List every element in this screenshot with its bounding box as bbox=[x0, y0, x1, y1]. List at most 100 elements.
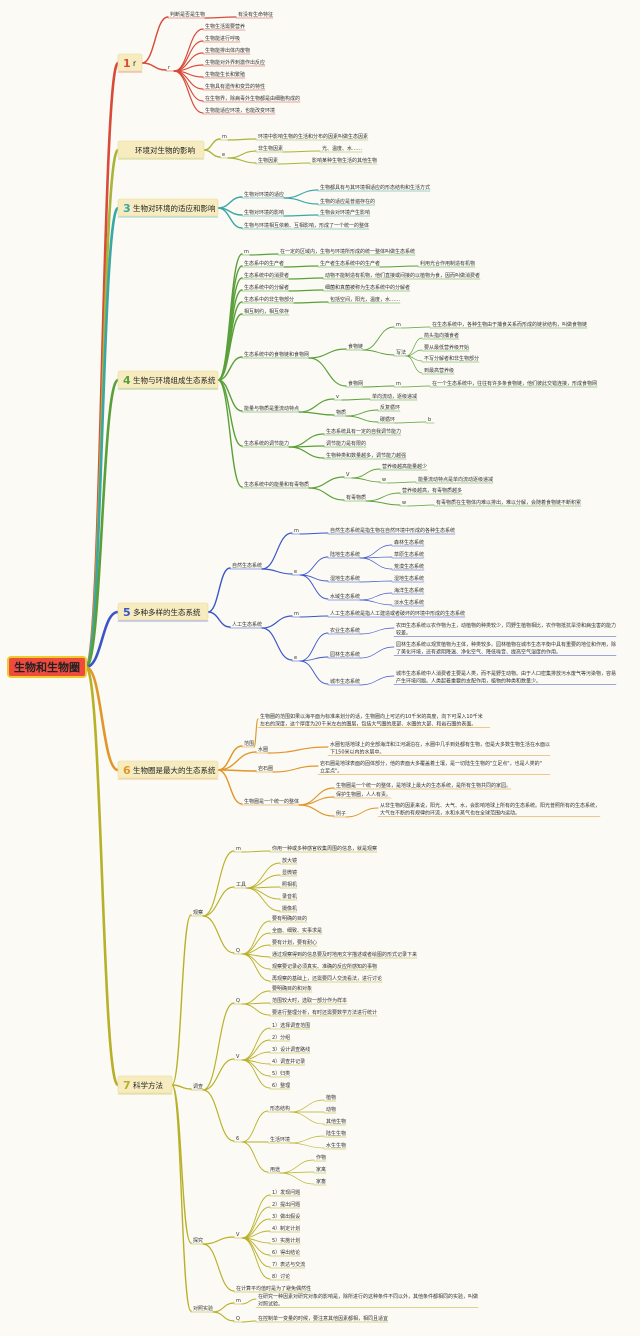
node-b4-d[interactable]: 生态系统中的分解者 bbox=[244, 284, 289, 291]
node-b5-a-f1[interactable]: 农田生态系统以农作物为主，动植物的种类较少，同野生植物相比，农作物抵抗旱涝和病虫… bbox=[396, 622, 616, 637]
node-b1-c4[interactable]: 生物能对外界刺激作出反应 bbox=[205, 59, 265, 66]
node-b7-s-u3[interactable]: 家畜 bbox=[316, 1178, 326, 1185]
node-b4-fw-m1[interactable]: 在一个生态系统中，往往有许多条食物链，他们彼此交错连接，形成食物网 bbox=[432, 380, 597, 387]
node-b5-n-m1[interactable]: 自然生态系统是指生物在自然环境中形成的各种生态系统 bbox=[330, 527, 455, 534]
node-b7-o-q3[interactable]: 要有计划，要有耐心 bbox=[272, 939, 317, 946]
node-b7-s-v2[interactable]: 2）分组 bbox=[272, 1034, 290, 1041]
node-b7-o-t2[interactable]: 显微镜 bbox=[282, 869, 297, 876]
node-b1-c6[interactable]: 生物具有遗传和变异的特性 bbox=[205, 83, 265, 90]
node-b7-o-t5[interactable]: 摄像机 bbox=[282, 905, 297, 912]
root-node[interactable]: 生物和生物圈 bbox=[7, 656, 87, 678]
node-b4-e-b[interactable]: b bbox=[428, 417, 431, 423]
node-b7-o-q6[interactable]: 再观察的基础上，还需要同人交流看法，进行讨论 bbox=[272, 975, 382, 982]
node-b5-a-f[interactable]: 农业生态系统 bbox=[330, 627, 360, 634]
node-b4-d1[interactable]: 细菌和真菌被称为生态系统中的分解者 bbox=[325, 284, 410, 291]
node-b7-e-v7[interactable]: 7）表达与交流 bbox=[272, 1261, 305, 1268]
node-b4-c[interactable]: 生态系统中的消费者 bbox=[244, 272, 289, 279]
node-b4-tv-w[interactable]: w bbox=[382, 477, 386, 483]
node-b3-a[interactable]: 生物对环境的适应 bbox=[244, 191, 284, 198]
node-b4-fw[interactable]: 食物网 bbox=[348, 380, 363, 387]
node-b4-fc[interactable]: 食物链 bbox=[348, 343, 363, 350]
node-b5-n-m[interactable]: m bbox=[294, 528, 299, 534]
node-b6-w1[interactable]: 水圈包括地球上的全部海洋和江河湖泊在，水圈中几乎到处都有生物，但是大多数生物生活… bbox=[330, 741, 550, 756]
node-b7-o-t4[interactable]: 录音机 bbox=[282, 893, 297, 900]
node-b7-s-6[interactable]: 6 bbox=[236, 1136, 239, 1142]
node-b7-s-h[interactable]: 生活环境 bbox=[270, 1136, 290, 1143]
node-b7-c[interactable]: 对照实验 bbox=[193, 1305, 213, 1312]
node-b4-fc-w[interactable]: 写法 bbox=[396, 349, 406, 356]
node-b4-tv1[interactable]: 营养级越高能量越少 bbox=[382, 463, 427, 470]
node-b7-e-v6[interactable]: 6）得出结论 bbox=[272, 1249, 300, 1256]
node-b5-n-w[interactable]: 湿地生态系统 bbox=[330, 575, 360, 582]
node-b2-m[interactable]: m bbox=[222, 134, 227, 140]
node-b7-o-q2[interactable]: 全面、细致、实事求是 bbox=[272, 927, 322, 934]
node-b4-tv[interactable]: V bbox=[346, 472, 350, 478]
node-b7-s-x3[interactable]: 其他生物 bbox=[326, 1118, 346, 1125]
node-b7-o[interactable]: 观察 bbox=[193, 909, 203, 916]
node-b7-s-q2[interactable]: 范围较大时，选取一部分作为样本 bbox=[272, 997, 347, 1004]
node-b4-fc-m[interactable]: m bbox=[396, 322, 401, 328]
node-b5-n-e[interactable]: e bbox=[294, 569, 297, 575]
node-b3-c[interactable]: 生物与环境相互依赖、互相影响，形成了一个统一的整体 bbox=[244, 222, 369, 229]
node-b2-e1[interactable]: 非生物因素 bbox=[258, 145, 283, 152]
node-b1-c2[interactable]: 生物能进行呼吸 bbox=[205, 35, 240, 42]
node-b5-n-w1[interactable]: 湿地生态系统 bbox=[394, 575, 424, 582]
node-b7-o-q5[interactable]: 观察要记录必须真实、准确的反应所感知的事物 bbox=[272, 963, 377, 970]
node-b1-a[interactable]: 判断是否是生物 bbox=[170, 11, 205, 18]
node-b7-e-v5[interactable]: 5）实施计划 bbox=[272, 1237, 300, 1244]
node-b4-e-v[interactable]: v bbox=[336, 394, 339, 400]
node-b7-s-x2[interactable]: 动物 bbox=[326, 1106, 336, 1113]
node-b4-tp[interactable]: 有毒物质 bbox=[346, 494, 366, 501]
node-b4-f[interactable]: 生态系统中的食物链和食物网 bbox=[244, 351, 309, 358]
node-b7-s-x[interactable]: 形态结构 bbox=[270, 1105, 290, 1112]
node-b2-e[interactable]: e bbox=[222, 152, 225, 158]
node-b4-tp1[interactable]: 营养级越高，有毒物质越多 bbox=[402, 487, 462, 494]
node-b4-e-m[interactable]: 物质 bbox=[336, 409, 346, 416]
node-b4-fc-w2[interactable]: 要从最低营养级开始 bbox=[424, 344, 469, 351]
node-b4-tp2[interactable]: 有毒物质在生物体内难以排出，难以分解，会随着食物链不断积累 bbox=[436, 499, 581, 506]
node-b4-m[interactable]: m bbox=[244, 249, 249, 255]
node-b7-s-v[interactable]: V bbox=[236, 1054, 240, 1060]
node-b4-x[interactable]: 相互制约，相互依存 bbox=[244, 308, 289, 315]
node-b4-fc-w3[interactable]: 不写分解者和非生物部分 bbox=[424, 355, 479, 362]
node-b5-n-l1[interactable]: 森林生态系统 bbox=[394, 539, 424, 546]
node-b7-s-v5[interactable]: 5）归类 bbox=[272, 1070, 290, 1077]
node-b4-p2[interactable]: 利用光合作用制造有机物 bbox=[420, 260, 475, 267]
node-b7-c-m[interactable]: m bbox=[236, 1298, 241, 1304]
node-b6-r[interactable]: 岩石圈 bbox=[258, 765, 273, 772]
node-b7-s-u2[interactable]: 家禽 bbox=[316, 1166, 326, 1173]
node-b7-c-q1[interactable]: 在控制单一变量的时候，要注意其他因素都相，相同且适宜 bbox=[258, 1315, 388, 1322]
node-b4-fc-w1[interactable]: 箭头指向捕食者 bbox=[424, 332, 459, 339]
node-b4-tp-w[interactable]: w bbox=[402, 500, 406, 506]
node-b3-a1[interactable]: 生物都具有与其环境相适应的形态结构和生活方式 bbox=[320, 184, 430, 191]
node-b4-t[interactable]: 生态系统中的能量和有毒物质 bbox=[244, 481, 309, 488]
node-b7-s-x1[interactable]: 植物 bbox=[326, 1094, 336, 1101]
node-b6-u2[interactable]: 保护生物圈，人人有责。 bbox=[336, 791, 391, 798]
node-b7-s[interactable]: 调查 bbox=[193, 1083, 203, 1090]
node-b6-w[interactable]: 水圈 bbox=[258, 746, 268, 753]
node-b4-r3[interactable]: 生物种类和数量越多，调节能力越强 bbox=[326, 452, 406, 459]
node-b1-c1[interactable]: 生物生活需要营养 bbox=[205, 23, 245, 30]
node-b5-n[interactable]: 自然生态系统 bbox=[232, 562, 262, 569]
node-b4-e-m2[interactable]: 碳循环 bbox=[380, 416, 395, 423]
node-b7-o-q[interactable]: Q bbox=[236, 948, 240, 954]
node-b5-n-l2[interactable]: 草原生态系统 bbox=[394, 551, 424, 558]
node-b6-u1[interactable]: 生物圈是一个统一的整体，是地球上最大的生态系统，是所有生物共同的家园。 bbox=[336, 782, 511, 789]
node-b7-c-m1[interactable]: 在研究一种因素对研究对象的影响是，除所进行的这种条件不同以外，其他条件都相同的实… bbox=[258, 1293, 478, 1308]
node-b1-a1[interactable]: 有没有生命特征 bbox=[238, 11, 273, 18]
node-b7-e-v[interactable]: V bbox=[236, 1232, 240, 1238]
node-b7-e-n[interactable]: 在计算平均值时是为了避免偶然性 bbox=[236, 1285, 311, 1292]
node-b6-u3[interactable]: 从非生物的因素来说，阳光、大气、水，会影响地球上所有的生态系统。阳光普照所有的生… bbox=[380, 802, 600, 817]
node-b4-tv2[interactable]: 能量流动特点是单向流动逐级递减 bbox=[418, 476, 493, 483]
node-b7-e-v1[interactable]: 1）发现问题 bbox=[272, 1189, 300, 1196]
node-b7-s-v4[interactable]: 4）调查并记录 bbox=[272, 1058, 305, 1065]
node-b1-c5[interactable]: 生物能生长和繁殖 bbox=[205, 71, 245, 78]
node-b4-m1[interactable]: 在一定的区域内，生物与环境所形成的统一整体叫做生态系统 bbox=[280, 248, 415, 255]
node-b7-s-q[interactable]: Q bbox=[236, 998, 240, 1004]
node-b7-s-u1[interactable]: 作物 bbox=[316, 1154, 326, 1161]
node-b7-s-v6[interactable]: 6）整理 bbox=[272, 1082, 290, 1089]
node-b5-a-e[interactable]: e bbox=[294, 655, 297, 661]
